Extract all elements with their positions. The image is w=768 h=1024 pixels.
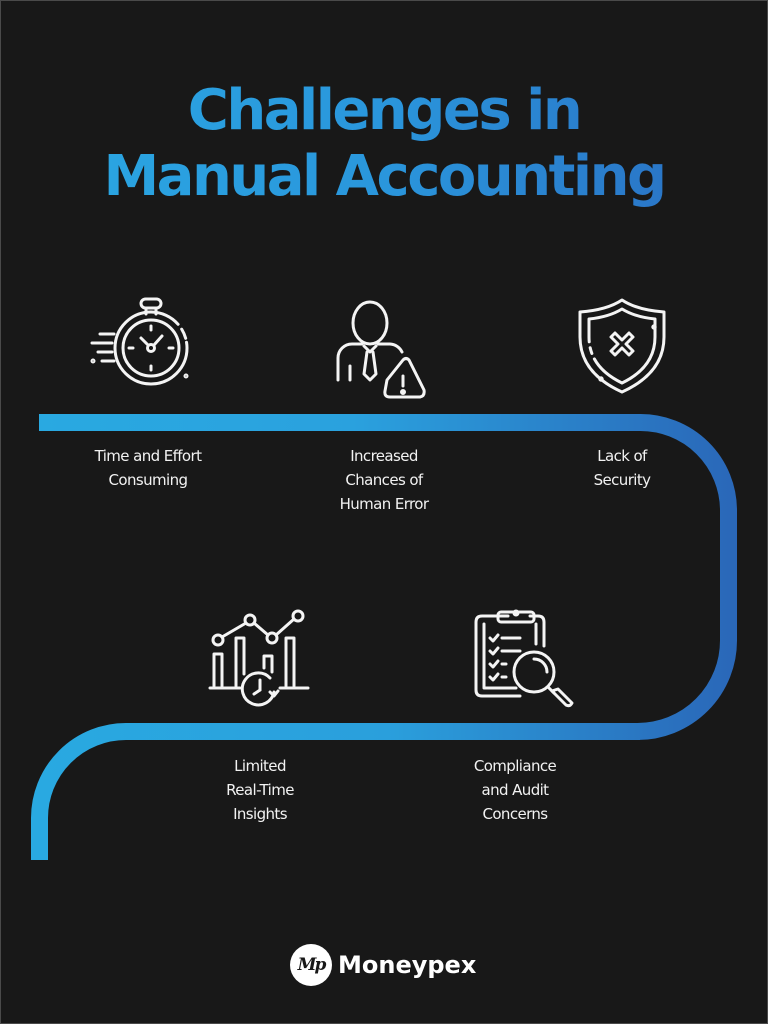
label-line: Human Error xyxy=(339,495,429,513)
label-line: Security xyxy=(593,471,651,489)
label-line: Time and Effort xyxy=(94,447,202,465)
label-line: Insights xyxy=(233,805,287,823)
clipboard-search-icon xyxy=(474,609,574,708)
challenge-label-time-effort: Time and Effort Consuming xyxy=(68,444,228,492)
stopwatch-icon xyxy=(90,297,189,386)
challenge-label-compliance: Compliance and Audit Concerns xyxy=(435,754,595,826)
brand-name: Moneypex xyxy=(338,951,477,979)
label-line: Limited xyxy=(234,757,286,775)
label-line: Lack of xyxy=(597,447,647,465)
person-warning-icon xyxy=(336,300,426,399)
challenge-label-security: Lack of Security xyxy=(542,444,702,492)
label-line: Chances of xyxy=(345,471,423,489)
label-line: Concerns xyxy=(482,805,548,823)
challenge-label-insights: Limited Real-Time Insights xyxy=(180,754,340,826)
label-line: and Audit xyxy=(481,781,550,799)
brand-logo-icon: Mp xyxy=(290,944,332,986)
label-line: Increased xyxy=(350,447,418,465)
challenge-label-human-error: Increased Chances of Human Error xyxy=(304,444,464,516)
shield-x-icon xyxy=(578,298,666,394)
label-line: Real-Time xyxy=(226,781,294,799)
chart-clock-icon xyxy=(208,609,310,707)
label-line: Consuming xyxy=(108,471,188,489)
label-line: Compliance xyxy=(473,757,557,775)
brand-footer: Mp Moneypex xyxy=(290,944,476,986)
